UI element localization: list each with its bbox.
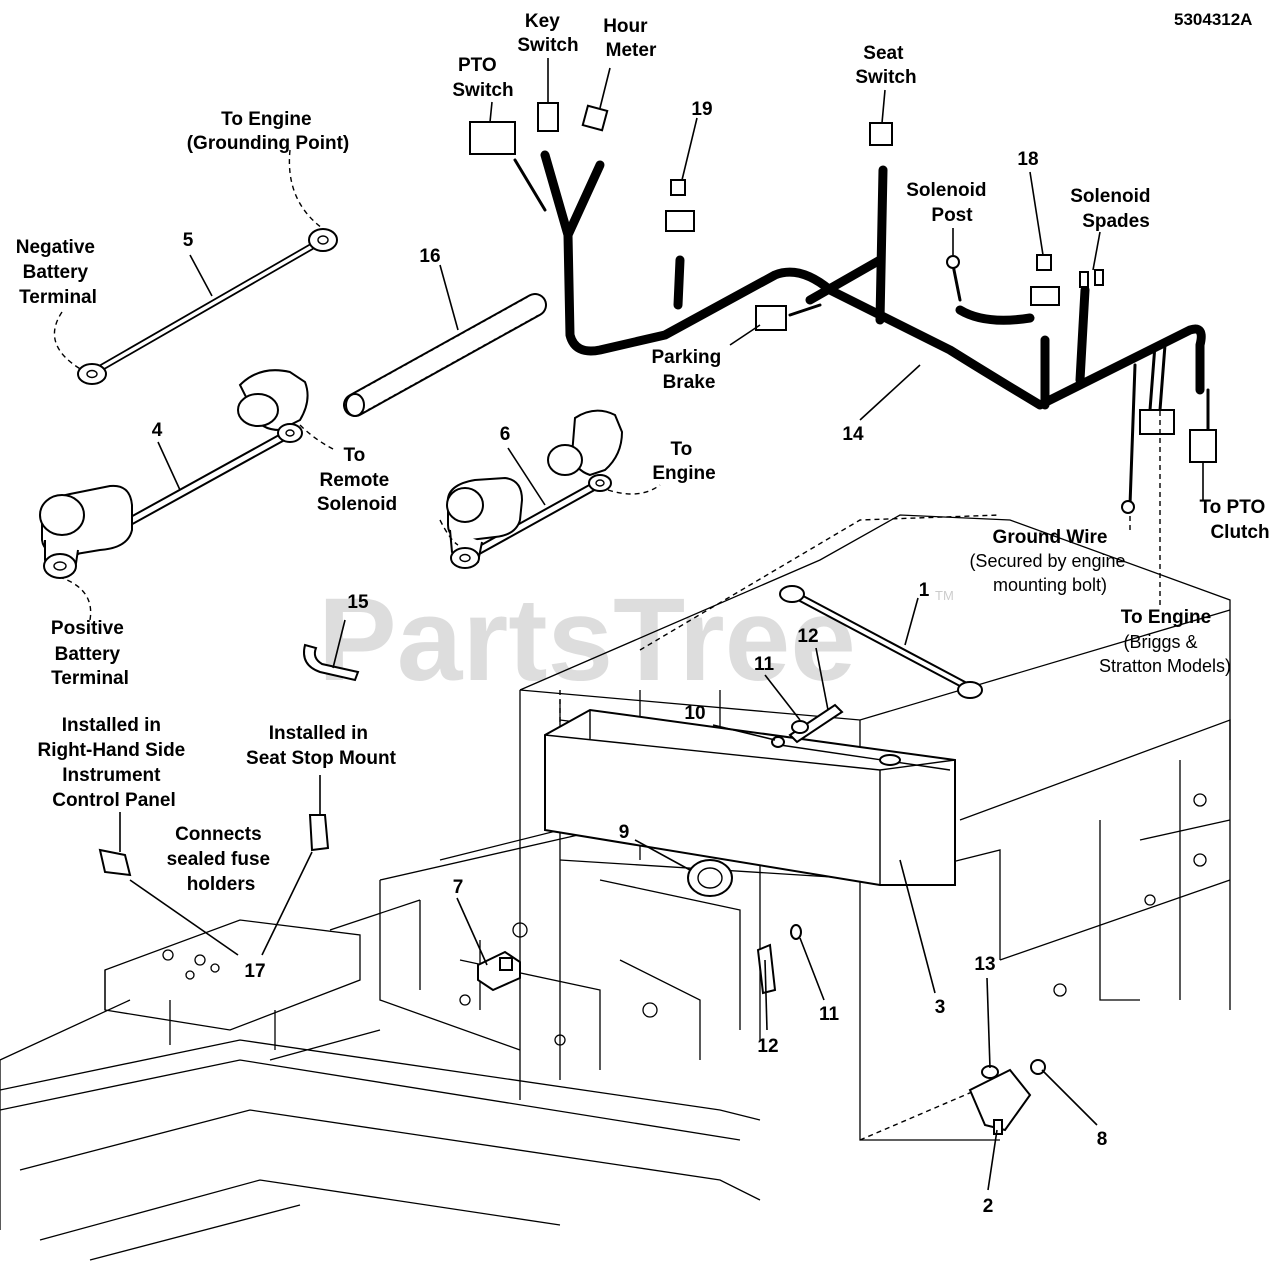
- battery-3: [544, 708, 956, 886]
- hour-meter-connector: [581, 104, 609, 132]
- parking-brake-connector: [755, 305, 787, 331]
- clip-15: [303, 643, 360, 682]
- label-pto-switch: PTO Switch: [452, 55, 513, 101]
- callout-15: 15: [347, 592, 369, 613]
- positive-cable-4: [39, 369, 309, 579]
- fuse-holder-7: [477, 950, 521, 992]
- callout-16: 16: [419, 246, 440, 267]
- hold-down-rod-1: [779, 585, 983, 699]
- label-ground-wire: Ground Wire: [993, 527, 1108, 548]
- hardware-10-11-12: [756, 703, 844, 995]
- callout-11-top: 11: [754, 654, 775, 675]
- callout-7: 7: [453, 877, 464, 898]
- battery-post: [879, 754, 901, 766]
- callout-13: 13: [974, 954, 995, 975]
- callout-5: 5: [183, 230, 194, 251]
- callout-14: 14: [842, 424, 864, 445]
- callout-3: 3: [935, 997, 946, 1018]
- briggs-engine-connector: [1139, 409, 1175, 435]
- callout-10: 10: [684, 703, 705, 724]
- label-seat-switch: Seat Switch: [855, 43, 916, 88]
- connector-19: [665, 210, 695, 232]
- wire-harness: [469, 102, 1217, 514]
- solenoid-post-ring: [946, 255, 960, 269]
- watermark-tm: TM: [935, 588, 954, 603]
- label-negative-terminal: Negative Battery Terminal: [16, 237, 100, 308]
- label-parking-brake: Parking Brake: [652, 347, 727, 393]
- callout-2: 2: [983, 1196, 994, 1217]
- pto-switch-connector: [469, 121, 516, 155]
- callout-6: 6: [500, 424, 511, 445]
- grommet-9: [687, 859, 733, 897]
- watermark: PartsTree: [318, 574, 856, 706]
- solenoid-spade-2: [1094, 269, 1104, 286]
- text-labels: PTO Switch Key Switch Hour Meter Seat Sw…: [16, 11, 1270, 895]
- ground-wire-ring: [1121, 500, 1135, 514]
- callout-18: 18: [1017, 149, 1038, 170]
- label-solenoid-post: Solenoid Post: [906, 180, 992, 226]
- label-positive-terminal: Positive Battery Terminal: [51, 618, 129, 689]
- connector-18: [1030, 286, 1060, 306]
- solenoid-spade-1: [1079, 271, 1089, 288]
- fuse-18: [1036, 254, 1052, 271]
- callout-1: 1: [919, 580, 930, 601]
- callout-11-bottom: 11: [819, 1004, 840, 1025]
- document-code: 5304312A: [1174, 10, 1252, 29]
- callout-numbers: 1 2 3 4 5 6 7 8 9 10 11 11 12 12 13 14 1…: [152, 99, 1108, 1217]
- callout-4: 4: [152, 420, 163, 441]
- label-to-engine-briggs: To Engine: [1121, 607, 1211, 628]
- fuse-19: [670, 179, 686, 196]
- key-switch-connector: [537, 102, 559, 132]
- leader-lines: [53, 58, 1204, 1191]
- label-to-engine: To Engine: [652, 439, 715, 484]
- callout-12-top: 12: [797, 626, 818, 647]
- label-installed-seat: Installed in Seat Stop Mount: [246, 723, 397, 769]
- label-solenoid-spades: Solenoid Spades: [1070, 186, 1156, 232]
- label-to-engine-ground: To Engine (Grounding Point): [187, 109, 350, 154]
- wire-conduit-16: [343, 293, 547, 417]
- negative-cable-5: [77, 228, 338, 385]
- label-installed-rh: Installed in Right-Hand Side Instrument …: [37, 715, 190, 811]
- label-key-switch: Key Switch: [517, 11, 578, 56]
- callout-12-bottom: 12: [757, 1036, 778, 1057]
- label-hour-meter: Hour Meter: [603, 16, 657, 61]
- seat-switch-connector: [869, 122, 893, 146]
- callout-9: 9: [619, 822, 630, 843]
- callout-17: 17: [244, 961, 265, 982]
- callout-19: 19: [691, 99, 712, 120]
- label-ground-wire-note: (Secured by engine mounting bolt): [969, 551, 1130, 595]
- pto-clutch-connector: [1189, 429, 1217, 463]
- label-to-pto-clutch: To PTO Clutch: [1199, 497, 1270, 543]
- positive-cable-6: [446, 409, 624, 569]
- label-connects-fuse: Connects sealed fuse holders: [167, 824, 276, 895]
- callout-8: 8: [1097, 1129, 1108, 1150]
- label-to-remote-solenoid: To Remote Solenoid: [317, 445, 397, 515]
- label-to-engine-briggs-note: (Briggs & Stratton Models): [1099, 632, 1231, 676]
- solenoid-2: [968, 1059, 1046, 1135]
